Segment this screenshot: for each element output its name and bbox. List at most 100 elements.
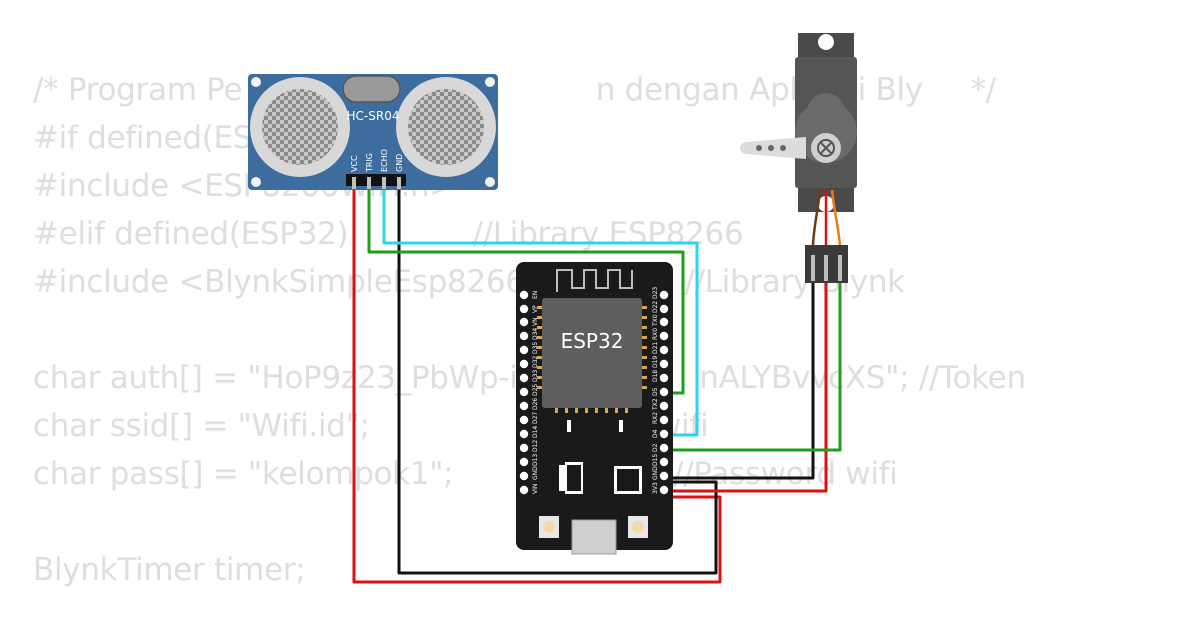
esp32-pin-label: D12	[532, 440, 539, 452]
usb-uart-chip	[614, 466, 642, 494]
esp32-pin[interactable]	[519, 443, 529, 453]
sensor-pin-vcc[interactable]	[352, 177, 356, 189]
esp32-pin[interactable]	[659, 317, 669, 327]
sensor-label: HC-SR04	[347, 109, 400, 123]
esp32-pin[interactable]	[659, 415, 669, 425]
code-line: BlynkTimer timer;	[33, 552, 306, 588]
boot-button[interactable]	[628, 516, 648, 538]
sensor-pin-label: TRIG	[365, 153, 374, 173]
sensor-pin-trig[interactable]	[367, 177, 371, 189]
esp32-pin-label: D33	[532, 370, 539, 382]
esp32-pin[interactable]	[519, 331, 529, 341]
esp32-pin-d4[interactable]	[659, 429, 669, 439]
esp32-pin[interactable]	[519, 429, 529, 439]
esp32-pin[interactable]	[519, 304, 529, 314]
esp32-pin-label: 3V3	[652, 482, 659, 494]
code-background: /* Program Pe n dengan Aplikasi Bly */#i…	[33, 66, 1026, 594]
esp32-pin[interactable]	[659, 401, 669, 411]
esp32-pin[interactable]	[519, 317, 529, 327]
esp32-pin-label: D14	[532, 426, 539, 438]
esp32-pin[interactable]	[519, 415, 529, 425]
esp32-chip-label: ESP32	[561, 329, 624, 353]
esp32-pin-label: D27	[532, 412, 539, 424]
esp32-pin[interactable]	[659, 331, 669, 341]
esp32-pin-label: D34	[532, 328, 539, 340]
esp32-pin[interactable]	[519, 290, 529, 300]
servo-mount-hole	[818, 34, 834, 50]
wire-servo-signal-green[interactable]	[661, 280, 842, 452]
hc-sr04-sensor[interactable]: HC-SR04 VCC TRIG ECHO GND	[248, 74, 498, 190]
esp32-pin-3v3[interactable]	[659, 485, 669, 495]
esp32-pin[interactable]	[659, 373, 669, 383]
esp32-pin-label: D26	[532, 398, 539, 410]
esp32-pin[interactable]	[519, 485, 529, 495]
en-button[interactable]	[539, 516, 559, 538]
wire-gnd-black[interactable]	[397, 186, 718, 575]
wire-servo-vcc-red[interactable]	[661, 280, 828, 493]
esp32-pin-label: EN	[532, 291, 539, 299]
esp32-pin-label: D18	[652, 370, 659, 382]
servo-horn-hole	[768, 145, 774, 151]
voltage-regulator	[559, 462, 583, 494]
sensor-pin-label: ECHO	[380, 149, 389, 172]
esp32-smd-components	[567, 420, 623, 432]
code-line: char ssid[] = "Wifi.id"; a wifi	[33, 408, 709, 444]
sensor-mount-hole	[485, 177, 495, 187]
esp32-pin-labels-left: EN VP VN D34 D35 D32 D33 D25 D26 D27 D14…	[532, 291, 539, 494]
esp32-pin-d5[interactable]	[659, 387, 669, 397]
usb-port[interactable]	[571, 519, 617, 555]
esp32-pin-label: D21	[652, 342, 659, 354]
esp32-board[interactable]: ESP32	[516, 262, 673, 555]
esp32-pin-label: TX2	[652, 398, 659, 411]
esp32-pin[interactable]	[519, 401, 529, 411]
sensor-mount-hole	[251, 177, 261, 187]
esp32-pin[interactable]	[659, 345, 669, 355]
esp32-pin[interactable]	[519, 359, 529, 369]
esp32-pin-label: VN	[532, 317, 539, 326]
esp32-pin-label: TX0	[652, 314, 659, 327]
esp32-pin[interactable]	[519, 457, 529, 467]
esp32-pin[interactable]	[519, 471, 529, 481]
code-line: #elif defined(ESP32) //Library ESP8266	[33, 216, 744, 252]
esp32-pin[interactable]	[519, 345, 529, 355]
esp32-pin[interactable]	[659, 457, 669, 467]
wires	[352, 186, 842, 584]
esp32-pin-d2[interactable]	[659, 443, 669, 453]
esp32-pin-label: VP	[532, 305, 539, 313]
esp32-pin[interactable]	[519, 387, 529, 397]
esp32-pin-label: D22	[652, 301, 659, 313]
esp32-pin-label: D4	[652, 429, 659, 438]
esp32-pin-label: RX2	[652, 412, 659, 424]
esp32-pin-label: D19	[652, 356, 659, 368]
esp32-pin[interactable]	[659, 290, 669, 300]
servo-horn-hole	[780, 145, 786, 151]
esp32-pin-label: GND	[652, 466, 659, 480]
sensor-pin-label: GND	[395, 154, 404, 172]
servo-cable	[811, 189, 842, 246]
esp32-pin-gnd[interactable]	[659, 471, 669, 481]
esp32-pins-left	[519, 290, 529, 495]
sensor-pin-echo[interactable]	[382, 177, 386, 189]
servo-gear-housing-top	[807, 93, 845, 131]
esp32-pin[interactable]	[659, 359, 669, 369]
code-line: char pass[] = "kelompok1"; //Password wi…	[33, 456, 898, 492]
sensor-pin-label: VCC	[350, 155, 359, 172]
esp32-pin-label: D32	[532, 356, 539, 368]
transducer-left-mesh	[262, 89, 338, 165]
transducer-right-mesh	[408, 89, 484, 165]
esp32-pin-label: D5	[652, 387, 659, 396]
esp32-pins-right	[659, 290, 669, 495]
esp32-pin-label: GND	[532, 466, 539, 480]
esp32-pin-label: D23	[652, 287, 659, 299]
wire-echo-cyan[interactable]	[382, 186, 699, 437]
servo-motor[interactable]	[740, 33, 857, 283]
esp32-pin[interactable]	[659, 304, 669, 314]
sensor-pin-gnd[interactable]	[397, 177, 401, 189]
wire-servo-gnd-black[interactable]	[661, 280, 815, 480]
wire-trig-green[interactable]	[367, 186, 685, 395]
esp32-pin-label: D25	[532, 384, 539, 396]
wire-vcc-red[interactable]	[352, 186, 722, 584]
esp32-pin[interactable]	[519, 373, 529, 383]
sensor-pins	[352, 177, 401, 189]
servo-horn-hole	[756, 145, 762, 151]
